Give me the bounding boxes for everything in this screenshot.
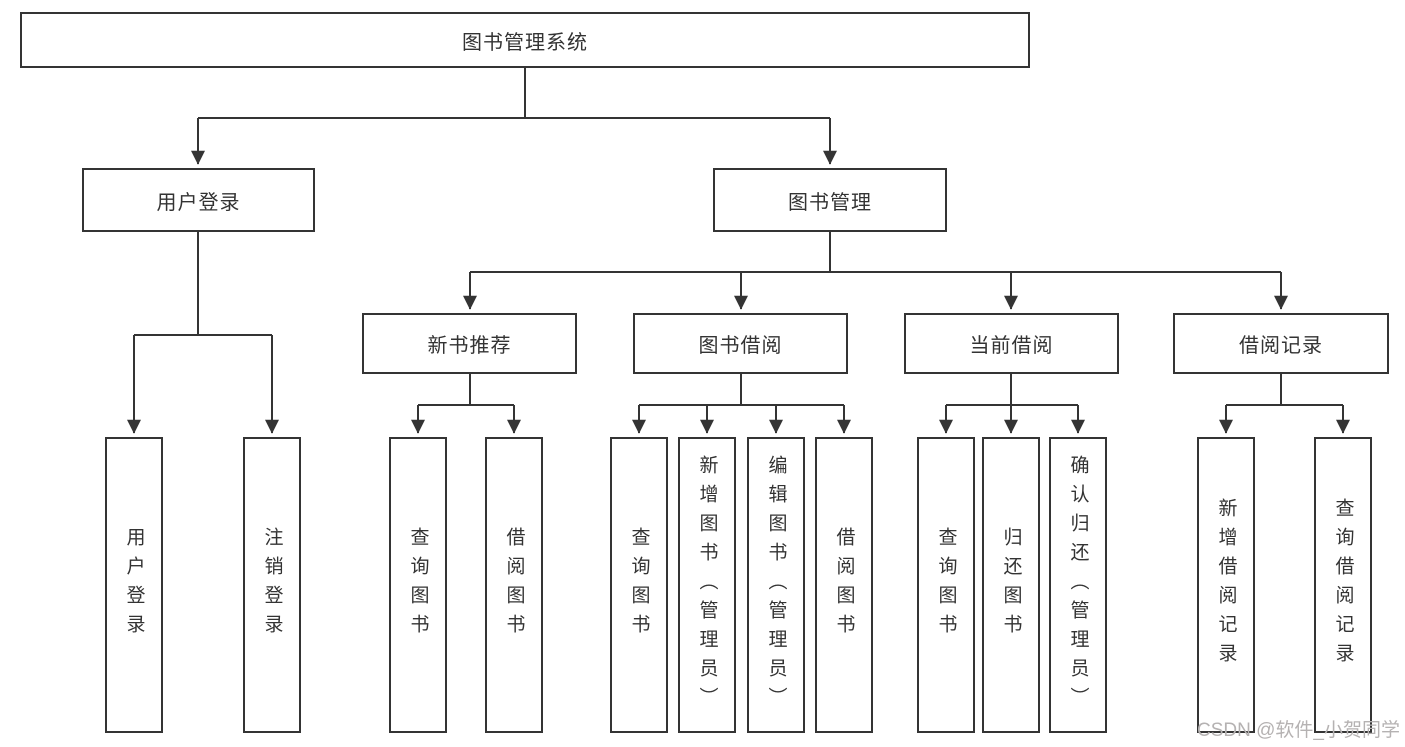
leaf-edit-book-admin: 编辑图书（管理员） bbox=[747, 437, 805, 733]
node-borrowing-records: 借阅记录 bbox=[1173, 313, 1389, 374]
node-book-management: 图书管理 bbox=[713, 168, 947, 232]
node-label: 用户登录 bbox=[123, 527, 145, 643]
node-new-book-recommendation: 新书推荐 bbox=[362, 313, 577, 374]
node-label: 借阅图书 bbox=[503, 527, 525, 643]
leaf-return-book: 归还图书 bbox=[982, 437, 1040, 733]
node-label: 新增图书（管理员） bbox=[696, 454, 718, 716]
node-label: 图书管理系统 bbox=[462, 31, 588, 54]
leaf-query-borrow-record: 查询借阅记录 bbox=[1314, 437, 1372, 733]
leaf-query-books-2: 查询图书 bbox=[610, 437, 668, 733]
node-label: 查询图书 bbox=[407, 527, 429, 643]
leaf-borrow-books-2: 借阅图书 bbox=[815, 437, 873, 733]
leaf-query-books-3: 查询图书 bbox=[917, 437, 975, 733]
node-label: 查询图书 bbox=[935, 527, 957, 643]
node-label: 编辑图书（管理员） bbox=[765, 454, 787, 716]
node-label: 图书管理 bbox=[788, 191, 872, 214]
node-label: 注销登录 bbox=[261, 527, 283, 643]
node-label: 新书推荐 bbox=[427, 335, 512, 357]
node-current-borrowing: 当前借阅 bbox=[904, 313, 1119, 374]
node-label: 当前借阅 bbox=[969, 335, 1054, 357]
node-library-management-system: 图书管理系统 bbox=[20, 12, 1030, 68]
leaf-borrow-books-1: 借阅图书 bbox=[485, 437, 543, 733]
node-label: 用户登录 bbox=[156, 191, 241, 214]
node-label: 借阅记录 bbox=[1239, 335, 1323, 357]
leaf-add-book-admin: 新增图书（管理员） bbox=[678, 437, 736, 733]
node-label: 查询借阅记录 bbox=[1332, 498, 1354, 672]
node-label: 查询图书 bbox=[628, 527, 650, 643]
node-label: 归还图书 bbox=[1000, 527, 1022, 643]
node-user-login: 用户登录 bbox=[82, 168, 315, 232]
leaf-add-borrow-record: 新增借阅记录 bbox=[1197, 437, 1255, 733]
leaf-logout: 注销登录 bbox=[243, 437, 301, 733]
leaf-user-login: 用户登录 bbox=[105, 437, 163, 733]
csdn-watermark: CSDN @软件_小贺同学 bbox=[1197, 720, 1400, 741]
node-label: 确认归还（管理员） bbox=[1067, 454, 1089, 716]
node-label: 图书借阅 bbox=[698, 335, 783, 357]
node-label: 新增借阅记录 bbox=[1215, 498, 1237, 672]
leaf-confirm-return-admin: 确认归还（管理员） bbox=[1049, 437, 1107, 733]
node-book-borrowing: 图书借阅 bbox=[633, 313, 848, 374]
node-label: 借阅图书 bbox=[833, 527, 855, 643]
leaf-query-books-1: 查询图书 bbox=[389, 437, 447, 733]
